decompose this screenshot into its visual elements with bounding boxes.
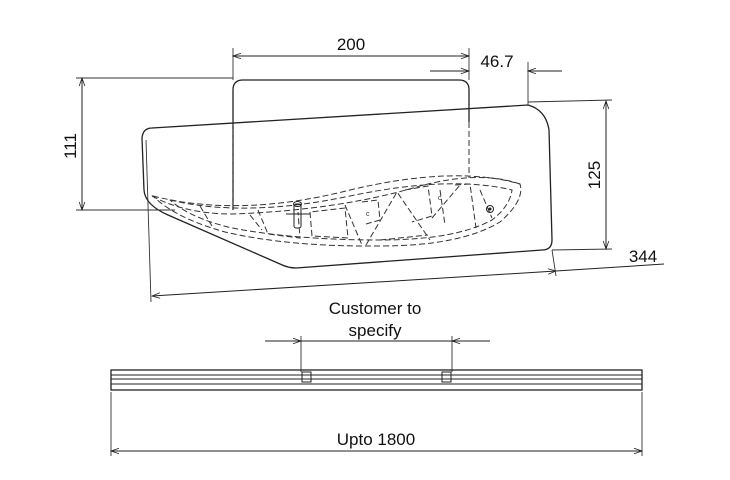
body-inner-contour bbox=[151, 176, 521, 215]
note-line-2: specify bbox=[349, 321, 402, 340]
dim-label-46-7: 46.7 bbox=[480, 52, 513, 71]
dimension-length: Upto 1800 bbox=[109, 392, 644, 456]
dimension-200: 200 bbox=[231, 35, 471, 80]
dim-label-111: 111 bbox=[61, 133, 80, 159]
small-mark: c bbox=[366, 211, 370, 218]
dim-label-344: 344 bbox=[629, 247, 657, 266]
handle-lens-outer bbox=[151, 175, 522, 247]
dim-label-125: 125 bbox=[585, 161, 604, 189]
dimension-344: 344 bbox=[145, 139, 665, 303]
rail-bar bbox=[110, 369, 643, 391]
small-mark: c bbox=[438, 195, 442, 202]
back-plate bbox=[232, 79, 470, 210]
dim-label-200: 200 bbox=[337, 35, 365, 54]
bracket-right bbox=[441, 371, 452, 383]
dimension-46-7: 46.7 bbox=[430, 52, 562, 105]
fixing-stud bbox=[286, 201, 310, 229]
note-line-1: Customer to bbox=[329, 299, 422, 318]
profile-view: c c bbox=[141, 79, 553, 269]
dimension-125: 125 bbox=[527, 99, 613, 251]
internal-ribs bbox=[199, 183, 493, 246]
dimension-customer-specify bbox=[265, 336, 490, 372]
dim-label-length: Upto 1800 bbox=[337, 430, 415, 449]
screw bbox=[486, 205, 494, 213]
body-outline bbox=[141, 104, 553, 269]
bracket-left bbox=[301, 371, 312, 383]
handle-lens-inner bbox=[169, 183, 513, 241]
dimension-111: 111 bbox=[61, 76, 233, 212]
back-plate-hidden bbox=[232, 120, 470, 210]
